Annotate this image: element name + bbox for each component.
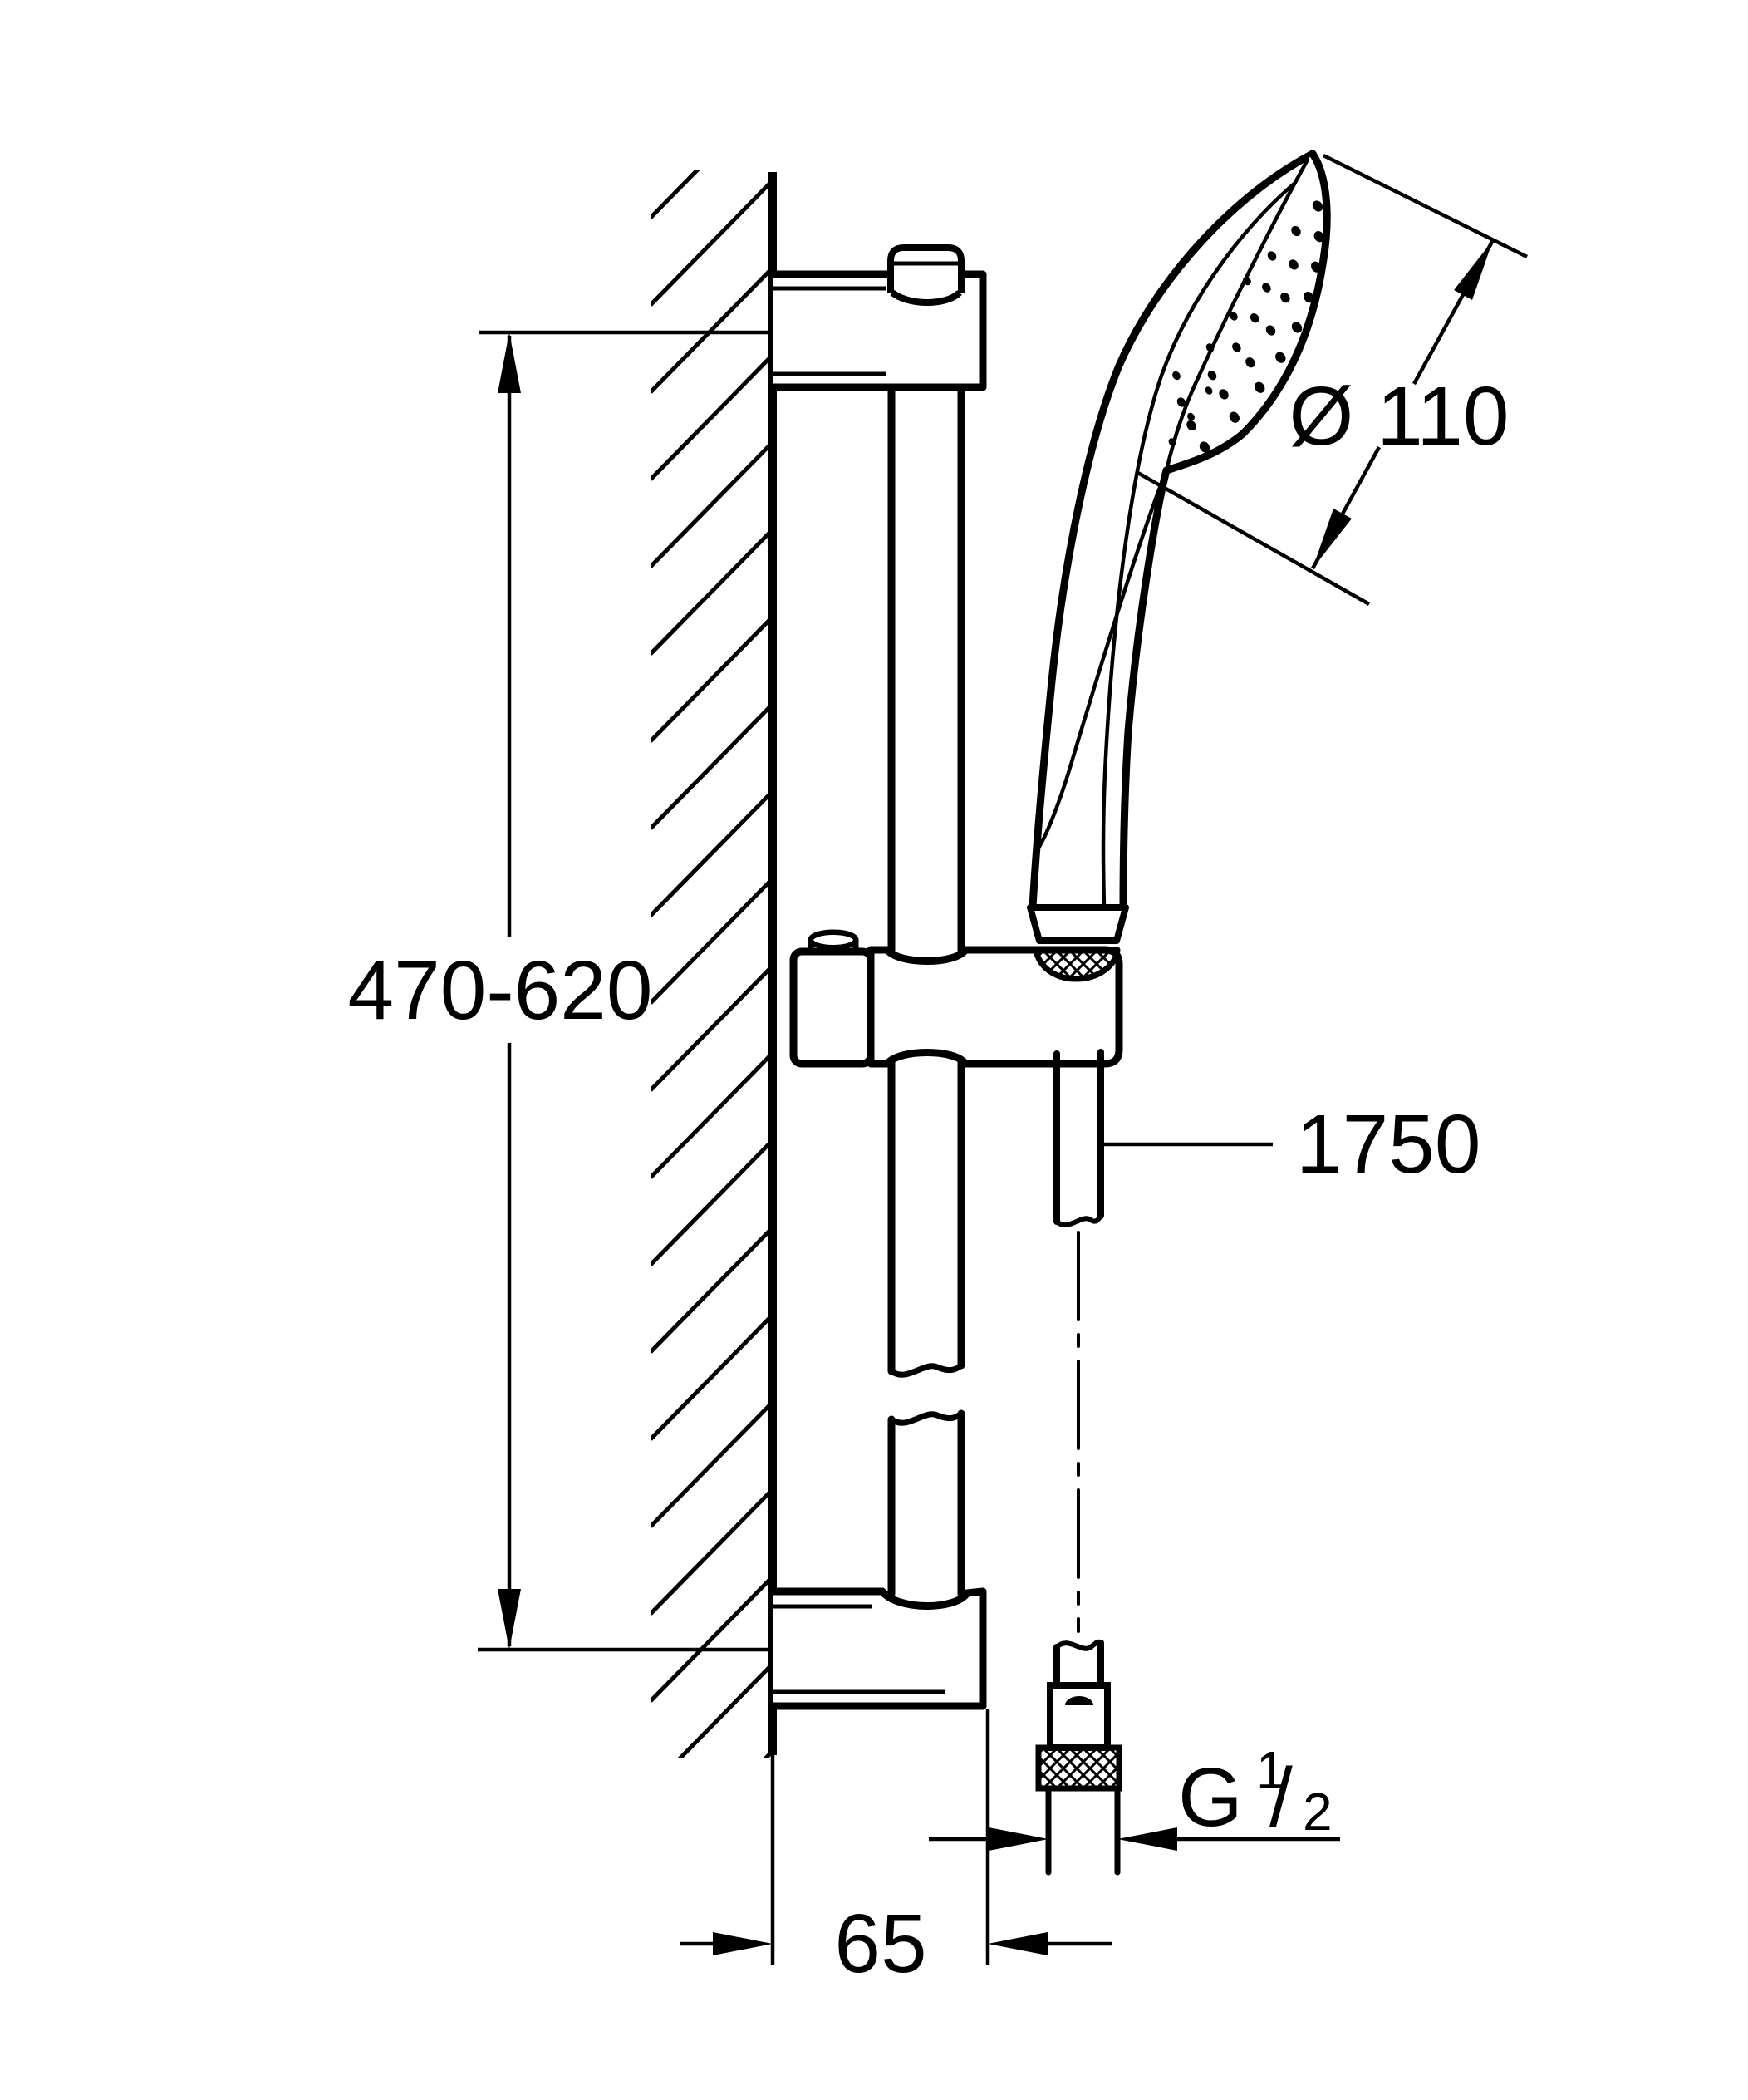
arrow-up-right-icon xyxy=(1454,240,1493,300)
spray-face-rim xyxy=(1164,157,1310,473)
extension-line-upper xyxy=(1322,153,1529,259)
height-range-label: 470-620 xyxy=(348,944,653,1037)
dimension-thread xyxy=(929,1827,1340,1851)
head-diameter-label: Ø 110 xyxy=(1289,370,1510,463)
bar-break-lower xyxy=(888,1410,965,1426)
bottom-wall-bracket xyxy=(773,1587,987,1710)
handle-hose-nut-cone xyxy=(1027,904,1129,944)
thread-label-denominator: 2 xyxy=(1303,1782,1333,1842)
arrow-down-left-icon xyxy=(1313,509,1352,568)
wall-section xyxy=(651,170,777,1758)
wall-hatching xyxy=(651,170,774,1758)
arrow-right-icon xyxy=(713,1932,773,1955)
dimension-wall-distance xyxy=(680,1709,1112,1965)
thread-label-slash: / xyxy=(1269,1751,1293,1844)
arrow-right-icon xyxy=(989,1827,1048,1851)
arrow-down-icon xyxy=(498,1589,521,1650)
wall-distance-label: 65 xyxy=(834,1897,926,1990)
thread-label: G 1 / 2 xyxy=(1178,1740,1333,1844)
arrow-left-icon xyxy=(988,1932,1048,1955)
glider-release-button xyxy=(789,947,875,1068)
arrow-up-icon xyxy=(498,332,521,393)
hose-length-label: 1750 xyxy=(1296,1098,1480,1191)
extension-line-lower xyxy=(1135,470,1371,606)
dimension-annotations xyxy=(478,153,1529,1965)
connector-break-wave xyxy=(1054,1639,1103,1651)
dimension-height-range xyxy=(478,330,773,1652)
spray-nozzle-dots xyxy=(1168,200,1324,453)
dimension-head-diameter xyxy=(1135,153,1529,606)
connector-detail xyxy=(1065,1696,1093,1705)
handle-back-edge xyxy=(1029,150,1317,912)
handle-front-edge xyxy=(1119,466,1171,912)
hose-connector-body xyxy=(1047,1682,1111,1751)
slide-bar xyxy=(887,380,965,1598)
handle-knurled-nut xyxy=(1033,947,1121,982)
bar-break-upper xyxy=(888,1362,965,1378)
arrow-left-icon xyxy=(1117,1827,1177,1851)
spray-face-edge xyxy=(1162,150,1331,475)
handle-rim-line xyxy=(1035,468,1169,852)
top-wall-bracket xyxy=(773,244,987,391)
bar-end-cap xyxy=(887,244,965,293)
handle-inner-line xyxy=(1101,164,1318,910)
shower-hose xyxy=(1035,1049,1122,1876)
thread-label-g: G xyxy=(1178,1751,1243,1844)
hose-break-wave xyxy=(1054,1213,1103,1228)
thread-label-numerator: 1 xyxy=(1256,1740,1286,1800)
hose-knurled-nut xyxy=(1035,1744,1122,1792)
hand-shower xyxy=(1027,150,1331,982)
